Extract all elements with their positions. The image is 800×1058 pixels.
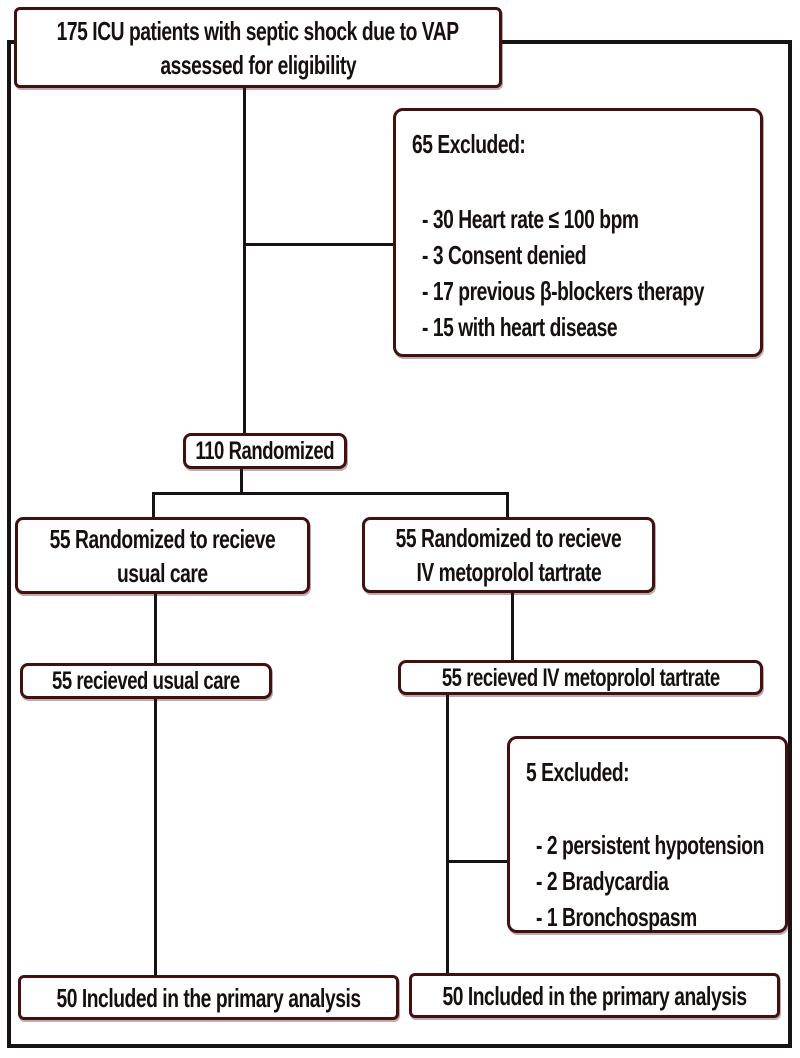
excluded-right-item: - 1 Bronchospasm xyxy=(536,902,697,932)
enrollment-line1: 175 ICU patients with septic shock due t… xyxy=(57,15,459,46)
excluded-right-box: 5 Excluded: - 2 persistent hypotension -… xyxy=(507,736,788,933)
excluded-right-heading: 5 Excluded: xyxy=(526,757,630,787)
arm-usual-care-line1: 55 Randomized to recieve xyxy=(49,523,276,554)
received-usual-care-box: 55 recieved usual care xyxy=(20,663,272,699)
excluded-right-item: - 2 Bradycardia xyxy=(536,866,669,896)
excluded-right-item: - 2 persistent hypotension xyxy=(536,830,764,860)
connector-branch-left-drop xyxy=(152,494,155,519)
connector-branch-right-drop xyxy=(506,494,509,519)
arm-metoprolol-line2: IV metoprolol tartrate xyxy=(416,557,601,587)
enrollment-line2: assessed for eligibility xyxy=(160,49,356,80)
excluded-top-box: 65 Excluded: - 30 Heart rate ≤ 100 bpm -… xyxy=(393,108,763,357)
connector-randomized-down xyxy=(240,468,243,495)
arm-metoprolol-box: 55 Randomized to recieve IV metoprolol t… xyxy=(362,517,655,593)
arm-usual-care-box: 55 Randomized to recieve usual care xyxy=(15,517,310,594)
final-metoprolol-label: 50 Included in the primary analysis xyxy=(442,980,747,1011)
excluded-top-item: - 15 with heart disease xyxy=(422,312,618,342)
arm-usual-care-line2: usual care xyxy=(117,557,208,588)
final-usual-care-box: 50 Included in the primary analysis xyxy=(18,975,399,1020)
excluded-top-heading: 65 Excluded: xyxy=(412,129,526,159)
enrollment-box: 175 ICU patients with septic shock due t… xyxy=(14,7,502,88)
connector-to-excluded-right xyxy=(448,860,508,863)
excluded-right-list: - 2 persistent hypotension - 2 Bradycard… xyxy=(510,827,800,935)
randomized-box: 110 Randomized xyxy=(183,433,347,469)
received-usual-care-label: 55 recieved usual care xyxy=(52,667,240,695)
connector-arm-right-to-received xyxy=(511,592,514,661)
connector-received-right-to-final xyxy=(446,694,449,974)
received-metoprolol-label: 55 recieved IV metoprolol tartrate xyxy=(441,663,720,692)
connector-enrollment-to-randomized xyxy=(243,88,246,433)
connector-to-excluded-top xyxy=(244,243,393,246)
connector-received-left-to-final xyxy=(154,698,157,976)
connector-arm-left-to-received xyxy=(154,593,157,664)
excluded-top-list: - 30 Heart rate ≤ 100 bpm - 3 Consent de… xyxy=(396,201,800,345)
randomized-label: 110 Randomized xyxy=(195,437,335,465)
received-metoprolol-box: 55 recieved IV metoprolol tartrate xyxy=(398,660,763,695)
connector-branch-horizontal xyxy=(152,492,509,495)
excluded-top-item: - 30 Heart rate ≤ 100 bpm xyxy=(422,204,639,234)
arm-metoprolol-line1: 55 Randomized to recieve xyxy=(395,523,622,553)
final-metoprolol-box: 50 Included in the primary analysis xyxy=(409,973,780,1018)
excluded-top-item: - 17 previous β-blockers therapy xyxy=(422,276,704,306)
final-usual-care-label: 50 Included in the primary analysis xyxy=(56,982,361,1013)
excluded-top-item: - 3 Consent denied xyxy=(422,240,587,270)
